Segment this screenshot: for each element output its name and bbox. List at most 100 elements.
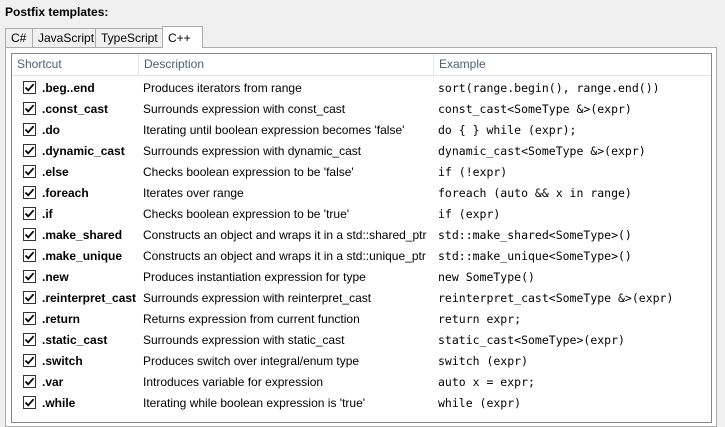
tab-cpp[interactable]: C++	[162, 26, 203, 48]
tab-typescript[interactable]: TypeScript	[95, 28, 163, 47]
description-cell: Checks boolean expression to be 'true'	[143, 207, 350, 221]
enable-checkbox[interactable]	[23, 375, 36, 388]
shortcut-cell: .switch	[42, 354, 83, 368]
description-cell: Introduces variable for expression	[143, 375, 324, 389]
example-cell: reinterpret_cast<SomeType &>(expr)	[438, 291, 674, 305]
enable-checkbox[interactable]	[23, 291, 36, 304]
example-cell: new SomeType()	[438, 270, 535, 284]
enable-checkbox[interactable]	[23, 144, 36, 157]
checkmark-icon	[24, 188, 35, 197]
shortcut-cell: .if	[42, 207, 53, 221]
checkmark-icon	[24, 272, 35, 281]
description-cell: Returns expression from current function	[143, 312, 360, 326]
example-cell: do { } while (expr);	[438, 123, 577, 137]
shortcut-cell: .return	[42, 312, 81, 326]
list-header: Shortcut Description Example	[12, 54, 711, 76]
enable-checkbox[interactable]	[23, 333, 36, 346]
example-cell: static_cast<SomeType>(expr)	[438, 333, 625, 347]
description-cell: Constructs an object and wraps it in a s…	[143, 249, 426, 263]
description-cell: Produces switch over integral/enum type	[143, 354, 360, 368]
table-row[interactable]: .switch Produces switch over integral/enu…	[12, 351, 711, 372]
enable-checkbox[interactable]	[23, 102, 36, 115]
shortcut-cell: .new	[42, 270, 69, 284]
example-cell: const_cast<SomeType &>(expr)	[438, 102, 632, 116]
column-header-shortcut[interactable]: Shortcut	[12, 54, 139, 75]
description-cell: Surrounds expression with reinterpret_ca…	[143, 291, 372, 305]
enable-checkbox[interactable]	[23, 123, 36, 136]
enable-checkbox[interactable]	[23, 396, 36, 409]
enable-checkbox[interactable]	[23, 270, 36, 283]
shortcut-cell: .const_cast	[42, 102, 109, 116]
shortcut-cell: .var	[42, 375, 64, 389]
checkmark-icon	[24, 293, 35, 302]
shortcut-cell: .reinterpret_cast	[42, 291, 137, 305]
example-cell: while (expr)	[438, 396, 522, 410]
checkmark-icon	[24, 314, 35, 323]
description-cell: Checks boolean expression to be 'false'	[143, 165, 354, 179]
table-row[interactable]: .return Returns expression from current f…	[12, 309, 711, 330]
shortcut-cell: .do	[42, 123, 60, 137]
table-row[interactable]: .var Introduces variable for expression au…	[12, 372, 711, 393]
description-cell: Iterating while boolean expression is 't…	[143, 396, 366, 410]
table-row[interactable]: .new Produces instantiation expression fo…	[12, 267, 711, 288]
shortcut-cell: .static_cast	[42, 333, 108, 347]
enable-checkbox[interactable]	[23, 186, 36, 199]
checkmark-icon	[24, 146, 35, 155]
table-row[interactable]: .do Iterating until boolean expression be…	[12, 120, 711, 141]
checkmark-icon	[24, 230, 35, 239]
tab-csharp[interactable]: C#	[5, 28, 33, 47]
description-cell: Produces iterators from range	[143, 81, 302, 95]
description-cell: Constructs an object and wraps it in a s…	[143, 228, 427, 242]
description-cell: Produces instantiation expression for ty…	[143, 270, 366, 284]
enable-checkbox[interactable]	[23, 207, 36, 220]
shortcut-cell: .else	[42, 165, 69, 179]
column-header-description[interactable]: Description	[139, 54, 434, 75]
enable-checkbox[interactable]	[23, 228, 36, 241]
checkmark-icon	[24, 377, 35, 386]
enable-checkbox[interactable]	[23, 354, 36, 367]
checkmark-icon	[24, 209, 35, 218]
shortcut-cell: .beg..end	[42, 81, 95, 95]
enable-checkbox[interactable]	[23, 249, 36, 262]
example-cell: auto x = expr;	[438, 375, 535, 389]
enable-checkbox[interactable]	[23, 312, 36, 325]
shortcut-cell: .make_shared	[42, 228, 123, 242]
table-row[interactable]: .reinterpret_cast Surrounds expression wi…	[12, 288, 711, 309]
table-row[interactable]: .foreach Iterates over range foreach (auto…	[12, 183, 711, 204]
table-row[interactable]: .if Checks boolean expression to be 'true…	[12, 204, 711, 225]
checkmark-icon	[24, 398, 35, 407]
table-row[interactable]: .else Checks boolean expression to be 'fa…	[12, 162, 711, 183]
section-title: Postfix templates:	[5, 5, 109, 19]
checkmark-icon	[24, 125, 35, 134]
shortcut-cell: .dynamic_cast	[42, 144, 125, 158]
example-cell: if (expr)	[438, 207, 501, 221]
description-cell: Surrounds expression with dynamic_cast	[143, 144, 362, 158]
column-header-example[interactable]: Example	[439, 57, 486, 71]
description-cell: Iterating until boolean expression becom…	[143, 123, 405, 137]
table-row[interactable]: .static_cast Surrounds expression with st…	[12, 330, 711, 351]
checkmark-icon	[24, 104, 35, 113]
example-cell: std::make_shared<SomeType>()	[438, 228, 632, 242]
example-cell: switch (expr)	[438, 354, 529, 368]
example-cell: dynamic_cast<SomeType &>(expr)	[438, 144, 646, 158]
checkmark-icon	[24, 335, 35, 344]
checkmark-icon	[24, 83, 35, 92]
checkmark-icon	[24, 251, 35, 260]
enable-checkbox[interactable]	[23, 81, 36, 94]
table-row[interactable]: .dynamic_cast Surrounds expression with d…	[12, 141, 711, 162]
description-cell: Iterates over range	[143, 186, 244, 200]
example-cell: foreach (auto && x in range)	[438, 186, 632, 200]
checkmark-icon	[24, 167, 35, 176]
table-row[interactable]: .make_shared Constructs an object and wra…	[12, 225, 711, 246]
tab-javascript[interactable]: JavaScript	[32, 28, 96, 47]
shortcut-cell: .foreach	[42, 186, 89, 200]
example-cell: if (!expr)	[438, 165, 508, 179]
enable-checkbox[interactable]	[23, 165, 36, 178]
description-cell: Surrounds expression with static_cast	[143, 333, 345, 347]
